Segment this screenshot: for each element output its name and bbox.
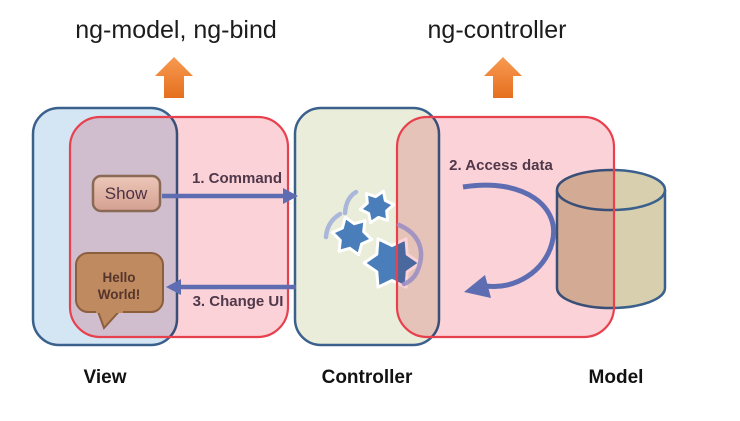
access-data-arrow: [462, 182, 556, 298]
gear-icon-small: [358, 189, 396, 225]
bubble-text-line1: Hello: [102, 270, 135, 285]
show-button: Show: [91, 174, 162, 213]
show-button-face: [91, 174, 162, 213]
view-pink-overlay-border: [68, 115, 290, 339]
controller-block-label: Controller: [322, 367, 413, 388]
rotation-arc-left: [323, 211, 343, 240]
view-directives-label: ng-model, ng-bind: [75, 16, 277, 44]
model-pink-overlay-border: [395, 115, 616, 339]
show-button-label: Show: [105, 184, 148, 203]
view-block-label: View: [84, 367, 127, 388]
command-arrow: [162, 188, 298, 204]
command-arrowhead: [283, 188, 298, 204]
access-data-label: 2. Access data: [449, 157, 553, 174]
block-arrow-up-icon-view: [155, 57, 193, 98]
bubble-text-line2: World!: [98, 287, 141, 302]
gear-icon-left: [330, 215, 374, 257]
speech-bubble-icon: Hello World!: [75, 252, 164, 330]
command-label: 1. Command: [192, 170, 282, 187]
rotation-arc-small: [342, 189, 359, 216]
model-pink-overlay: [397, 117, 614, 337]
change-ui-label: 3. Change UI: [193, 293, 284, 310]
model-block-label: Model: [589, 367, 644, 388]
block-arrow-up-icon-controller: [484, 57, 522, 98]
change-ui-arrow: [166, 279, 296, 295]
speech-bubble-joint: [96, 305, 123, 313]
change-ui-arrowhead: [166, 279, 181, 295]
access-data-arrowhead: [464, 275, 491, 298]
rotation-arc-big: [396, 222, 424, 287]
controller-directive-label: ng-controller: [428, 16, 567, 44]
